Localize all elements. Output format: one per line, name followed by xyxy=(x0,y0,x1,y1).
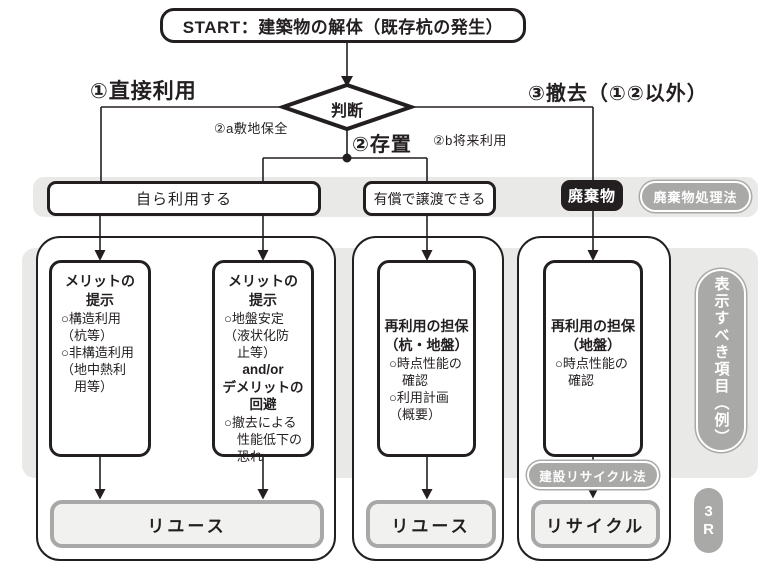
reuse-mid-label: リユース xyxy=(391,516,471,536)
arrowhead-into-recycle xyxy=(587,488,599,499)
waste-label: 廃棄物 xyxy=(567,188,616,205)
arrowhead-into-reuse-mid xyxy=(421,489,433,500)
construction-recycle-law-pill: 建設リサイクル法 xyxy=(527,461,659,489)
waste-node: 廃棄物 xyxy=(561,180,623,211)
start-label: START：建築物の解体（既存杭の発生） xyxy=(182,18,504,37)
merit-demerit-mid: and/or デメリットの 回避 xyxy=(222,362,304,413)
reuse-guarantee-pile-ground-box: 再利用の担保 （杭・地盤） ○時点性能の 確認 ○利用計画 （概要） xyxy=(377,260,476,457)
reuse-guarantee-pile-ground-body: ○時点性能の 確認 ○利用計画 （概要） xyxy=(389,355,462,423)
arrowhead-into-box4 xyxy=(587,250,599,261)
reuse-guarantee-ground-title: 再利用の担保 （地盤） xyxy=(551,318,635,353)
construction-recycle-law-label: 建設リサイクル法 xyxy=(539,469,647,484)
merit-structural-box: メリットの 提示 ○構造利用 （杭等） ○非構造利用 （地中熱利 用等） xyxy=(49,260,151,457)
branch-future-use-label: ②b将来利用 xyxy=(433,133,507,148)
branch-removal-label: ③撤去（①②以外） xyxy=(528,83,708,105)
recycle-label: リサイクル xyxy=(545,516,646,536)
reuse-left-result: リユース xyxy=(50,500,324,548)
waste-law-pill: 廃棄物処理法 xyxy=(640,181,751,212)
branch-leave-in-place-label: ②存置 xyxy=(352,134,412,156)
display-items-side-pill: 表示すべき項目（例） xyxy=(696,269,746,452)
self-use-label: 自ら利用する xyxy=(135,191,232,208)
reuse-left-label: リユース xyxy=(147,516,227,536)
arrowhead-into-box3 xyxy=(421,250,433,261)
arrowhead-into-reuse-left-a xyxy=(94,489,106,500)
branch-site-preservation-label: ②a敷地保全 xyxy=(214,121,288,136)
arrowhead-into-box1 xyxy=(94,250,106,261)
branch-direct-use-label: ①直接利用 xyxy=(90,80,197,103)
recycle-result: リサイクル xyxy=(531,500,660,548)
three-r-badge: 3 R xyxy=(694,488,723,553)
merit-demerit-body2: ○撤去による 性能低下の 恐れ xyxy=(224,414,303,465)
reuse-guarantee-pile-ground-title: 再利用の担保 （杭・地盤） xyxy=(384,318,469,353)
arrowhead-into-reuse-left-b xyxy=(257,489,269,500)
merit-demerit-title: メリットの 提示 xyxy=(228,273,298,308)
merit-structural-title: メリットの 提示 xyxy=(65,273,135,308)
arrowhead-into-decision xyxy=(341,76,353,87)
start-node: START：建築物の解体（既存杭の発生） xyxy=(160,8,526,43)
reuse-mid-result: リユース xyxy=(366,500,496,548)
merit-demerit-body1: ○地盤安定 （液状化防 止等） xyxy=(224,310,290,361)
arrowhead-into-box2 xyxy=(257,250,269,261)
paid-transfer-node: 有償で譲渡できる xyxy=(363,181,496,216)
junction-dot xyxy=(342,153,352,163)
merit-structural-body: ○構造利用 （杭等） ○非構造利用 （地中熱利 用等） xyxy=(61,310,134,395)
paid-transfer-label: 有償で譲渡できる xyxy=(373,190,486,207)
reuse-guarantee-ground-body: ○時点性能の 確認 xyxy=(555,355,628,388)
decision-label: 判断 xyxy=(330,103,363,120)
decision-diamond xyxy=(276,82,418,132)
reuse-guarantee-ground-box: 再利用の担保 （地盤） ○時点性能の 確認 xyxy=(543,260,643,457)
waste-law-label: 廃棄物処理法 xyxy=(653,190,738,205)
merit-demerit-box: メリットの 提示 ○地盤安定 （液状化防 止等） and/or デメリットの 回… xyxy=(212,260,314,464)
self-use-node: 自ら利用する xyxy=(47,181,321,216)
